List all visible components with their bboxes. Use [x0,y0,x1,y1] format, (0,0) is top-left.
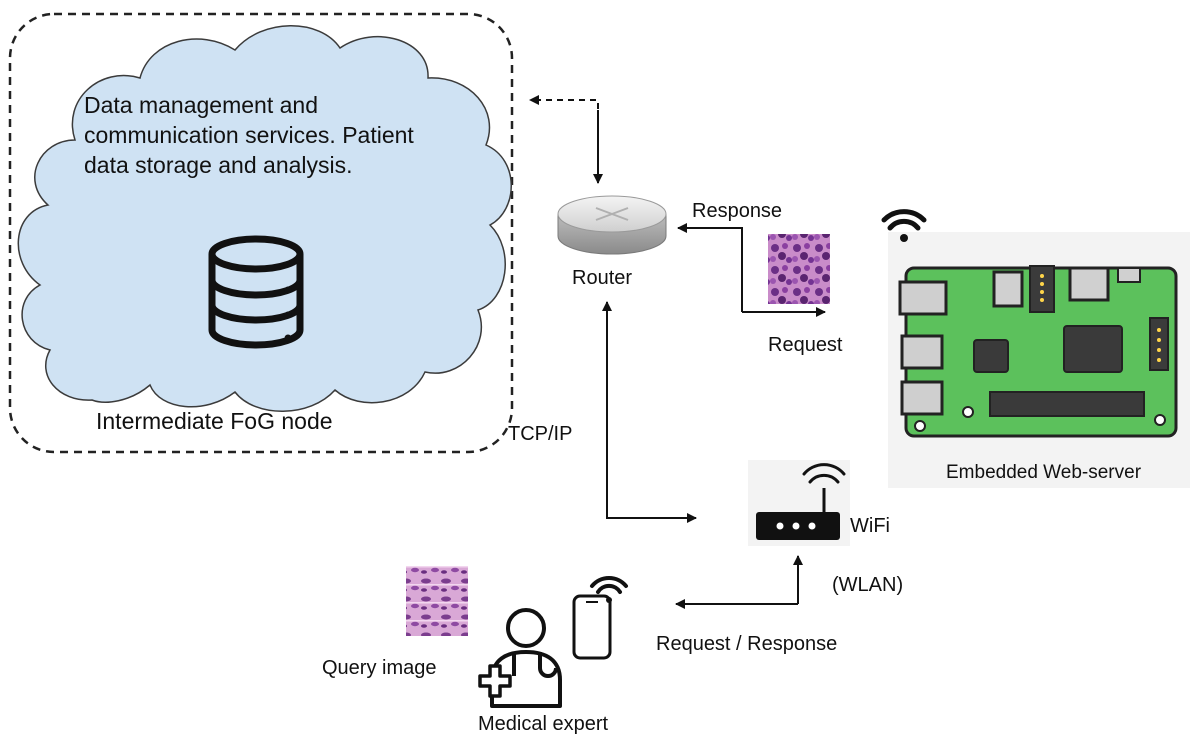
circuit-board-icon [888,232,1190,488]
wifi-icon [881,209,927,242]
query-image-icon [406,566,468,636]
response-label: Response [692,200,783,222]
doctor-icon [478,608,562,708]
wifi-router-icon [748,460,850,546]
request-label: Request [768,334,843,356]
fog-node-boundary [8,12,514,454]
router-icon [557,195,667,255]
histology-image-icon [768,234,830,304]
tcp-ip-label: TCP/IP [508,423,573,445]
wlan-label: (WLAN) [832,574,904,596]
database-icon [208,235,304,349]
wifi-label: WiFi [850,515,890,537]
router-label: Router [572,267,633,289]
cloud-shape [17,25,512,412]
phone-wifi-icon [590,575,628,603]
web-server-label: Embedded Web-server [946,462,1142,483]
response-request-link [677,223,826,317]
wifi-phone-link [675,555,803,609]
request-response-label: Request / Response [656,633,838,655]
fog-node-description: Data management and communication servic… [84,92,414,178]
router-wifi-link [602,301,697,523]
query-image-label: Query image [322,657,437,679]
fog-node-title: Intermediate FoG node [96,408,333,434]
smartphone-icon [572,594,612,660]
medical-expert-label: Medical expert [478,713,609,735]
fog-router-link [529,95,603,184]
